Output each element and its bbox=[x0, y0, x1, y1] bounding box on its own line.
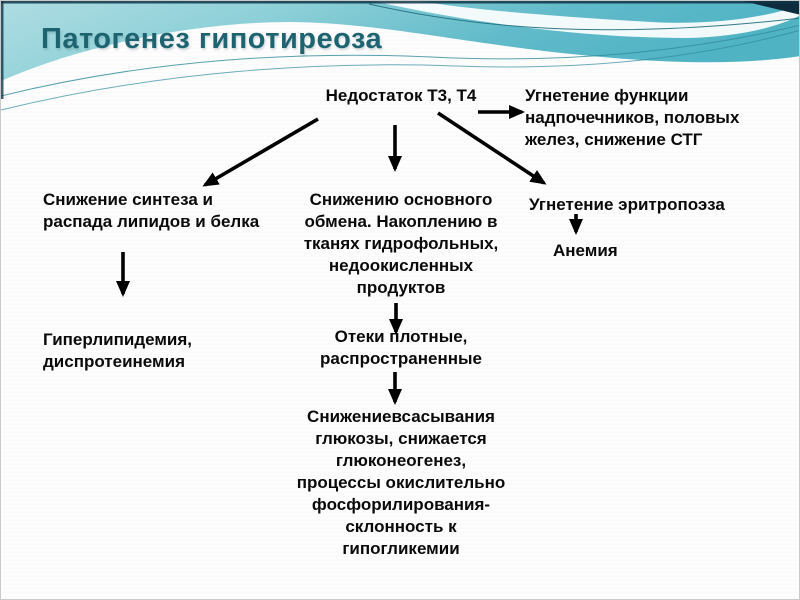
flow-node-root-t3-t4: Недостаток Т3, Т4 bbox=[325, 86, 477, 105]
flow-node-edema: Отеки плотные, распространенные bbox=[320, 327, 482, 368]
wave-thin-line-2 bbox=[1, 30, 799, 111]
flow-node-hyperlipidemia: Гиперлипидемия, диспротеинемия bbox=[43, 330, 193, 371]
banner-left-edge bbox=[1, 1, 4, 99]
flow-node-erythropoiesis: Угнетение эритропоэза bbox=[529, 195, 725, 214]
banner-corner-triangle bbox=[743, 1, 799, 15]
banner-top-edge bbox=[1, 1, 799, 4]
wave-thin-line-3 bbox=[368, 3, 799, 31]
flow-node-adrenal-suppression: Угнетение функции надпочечников, половых… bbox=[525, 86, 740, 149]
flow-node-basal-metabolism: Снижению основного обмена. Накоплению в … bbox=[303, 190, 499, 297]
arrow-root-to-lipids bbox=[202, 117, 319, 187]
flow-node-lipid-protein-synthesis: Снижение синтеза и распада липидов и бел… bbox=[43, 190, 260, 231]
flow-node-glucose-metabolism: Снижениевсасывания глюкозы, снижается гл… bbox=[296, 407, 506, 558]
flow-node-anemia: Анемия bbox=[553, 241, 618, 260]
wave-white-swoosh bbox=[373, 1, 799, 38]
page-title: Патогенез гипотиреоза bbox=[41, 23, 383, 55]
wave-thin-line-1 bbox=[1, 24, 799, 97]
banner-wave-decoration bbox=[1, 1, 799, 111]
